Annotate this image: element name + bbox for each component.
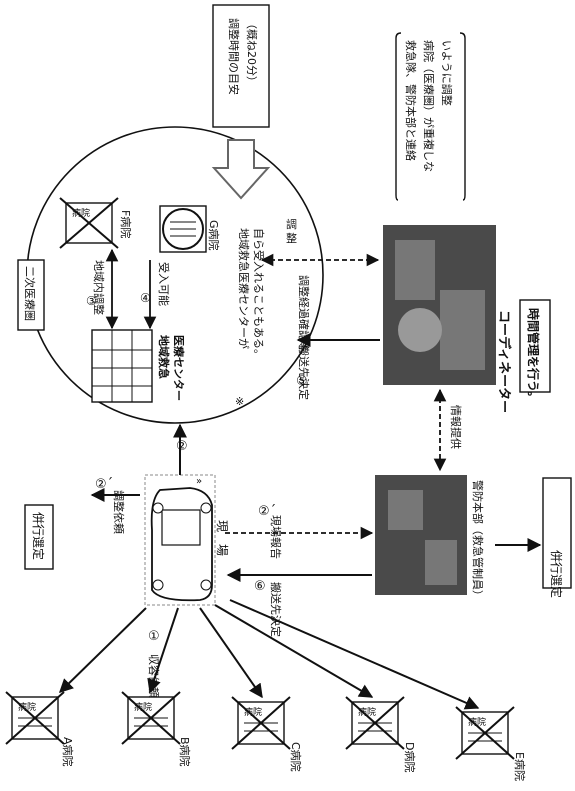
hospital-a-sign: 病院 <box>18 701 36 713</box>
hospital-b: 病院 B病院 <box>121 691 192 767</box>
hq-photo <box>375 475 467 595</box>
coordinator-title: コーディネーター <box>496 310 512 413</box>
hospital-d: 病院 D病院 <box>345 696 417 772</box>
info-label: 情報提供 <box>449 405 463 449</box>
coord-bracket-line2: 病院（医療圏）が重複しな <box>422 40 436 172</box>
time-guide-box <box>212 4 270 128</box>
parallel-bottom-label: 併行選定 <box>549 550 564 598</box>
confirm-label-char1: 整 <box>286 231 297 245</box>
hospital-c: 病院 C病院 <box>231 696 303 772</box>
hospital-b-name: B病院 <box>178 737 192 767</box>
scene-label: 現 場 <box>215 520 229 556</box>
step1-number: ① <box>148 629 160 644</box>
hospital-g <box>159 205 207 253</box>
time-guide-line2: （概ね20分） <box>245 18 258 87</box>
hospital-e-sign: 病院 <box>468 716 486 728</box>
regional-center-line1: 地域救急 <box>157 335 171 379</box>
step4-number: ④ <box>140 291 151 305</box>
down-arrow-icon <box>211 139 271 200</box>
note-line1: 地域救急医療センターが <box>237 228 251 349</box>
secondary-area: 二次医療圏 地域救急 医療センター 病院 F病院 G病院 <box>17 126 324 424</box>
note-line2: 自ら受入れることもある。 <box>252 228 265 360</box>
hq-label: 警防本部（救急管制員） <box>471 480 485 601</box>
hospital-f-sign: 病院 <box>72 207 90 219</box>
parallel-bottom-box <box>542 477 572 589</box>
hospital-g-name: G病院 <box>207 220 221 251</box>
coord-bracket-line1: 救急隊、警防本部と連絡 <box>404 40 418 161</box>
request-arrows <box>58 599 480 710</box>
hospital-e-name: E病院 <box>513 752 527 781</box>
confirm-label-char0: 調 <box>286 217 297 231</box>
step3-label: 地域内調整 <box>92 260 106 315</box>
step2a-label: 調整依頼 <box>112 490 126 534</box>
hospital-d-name: D病院 <box>403 742 417 772</box>
step2a-number: ②´ <box>95 477 113 492</box>
hospital-f: 病院 <box>59 197 119 249</box>
step5-label: 搬送先決定 <box>297 345 311 400</box>
hospital-c-sign: 病院 <box>244 706 262 718</box>
time-mgmt-label: 時間管理を行う。 <box>526 308 541 403</box>
coordinator-photo <box>383 225 496 385</box>
parallel-top-box <box>24 504 54 570</box>
hospital-e: 病院 E病院 <box>455 706 527 781</box>
coord-bracket <box>395 32 466 201</box>
regional-center-building <box>91 329 153 403</box>
regional-center-line2: 医療センター <box>172 335 186 401</box>
hospital-c-name: C病院 <box>289 742 303 772</box>
step4-label: 受入可能 <box>157 262 171 306</box>
siren-icon: » <box>196 476 202 487</box>
hospital-f-name: F病院 <box>119 210 133 238</box>
hospital-a-name: A病院 <box>61 737 75 767</box>
step2-number: ② <box>176 439 188 454</box>
step1-label: 収容依頼 <box>147 654 161 698</box>
secondary-area-label: 二次医療圏 <box>23 266 37 321</box>
secondary-area-box <box>17 259 45 331</box>
step5-number: ⑤ <box>296 374 308 389</box>
step3-number: ③ <box>86 294 97 308</box>
ambulance-scene: » 現 場 <box>144 474 229 606</box>
time-mgmt-box <box>519 299 551 393</box>
parallel-top-label: 併行選定 <box>31 512 46 560</box>
time-guide-line1: 調整時間の目安 <box>227 18 241 95</box>
confirm-label: 調整経過確認等 <box>297 275 311 352</box>
note-mark: ※ <box>235 395 244 408</box>
step6-number: ⑥ <box>254 579 266 594</box>
step2b-label: 現場報告 <box>269 515 282 559</box>
coord-bracket-line3: いように調整 <box>440 40 454 106</box>
step6-label: 搬送先決定 <box>269 582 283 637</box>
step2b-number: ②´ <box>258 504 276 519</box>
hospital-d-sign: 病院 <box>358 706 376 718</box>
hospital-b-sign: 病院 <box>134 701 152 713</box>
hospital-a: 病院 A病院 <box>5 691 75 767</box>
